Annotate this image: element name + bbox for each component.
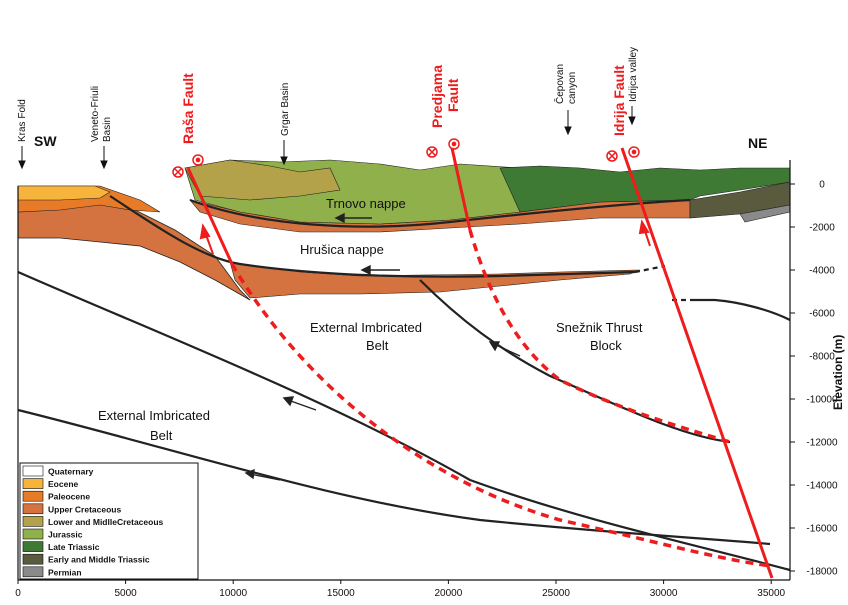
label-eib-upper-1: External Imbricated <box>310 320 422 335</box>
legend-swatch <box>22 528 44 540</box>
predjama-cross-dot-icon <box>426 138 460 158</box>
legend-label: Jurassic <box>48 530 83 540</box>
sneznik-thrust <box>419 279 731 444</box>
y-axis-ticks: 0 -2000 -4000 -6000 -8000 -10000 -12000 -14000 -… <box>790 180 838 578</box>
lower-cretaceous-unit <box>184 159 341 201</box>
x-tick-label: 5000 <box>114 588 137 599</box>
legend-swatch <box>22 541 44 552</box>
label-veneto-friuli: Veneto-Friuli <box>90 86 101 142</box>
legend-swatch <box>22 465 44 477</box>
label-rasa-fault: Raša Fault <box>180 73 196 144</box>
legend-label: Upper Cretaceous <box>48 504 121 514</box>
x-tick-label: 10000 <box>219 588 247 599</box>
eib-lower-thrust <box>17 408 771 546</box>
legend-label: Lower and MidlleCretaceous <box>48 517 164 527</box>
hrusica-cretaceous-band <box>229 261 641 299</box>
label-eib-lower-2: Belt <box>150 428 173 443</box>
legend-label: Paleocene <box>48 492 90 502</box>
eocene-unit <box>17 185 111 201</box>
y-tick-label: -16000 <box>806 524 838 535</box>
x-axis-ticks: 0 5000 10000 15000 20000 25000 30000 35000 <box>15 580 786 599</box>
thrust-faults <box>17 195 791 572</box>
y-tick-label: -2000 <box>809 223 835 234</box>
label-cepovan: Čepovan <box>553 64 566 104</box>
y-tick-label: -8000 <box>809 352 835 363</box>
label-predjama-fault: Fault <box>445 78 461 112</box>
label-canyon: canyon <box>567 72 578 104</box>
legend-swatch <box>22 566 44 578</box>
eib-upper-thrust <box>17 270 791 572</box>
x-tick-label: 30000 <box>650 588 678 599</box>
top-arrows <box>18 106 636 170</box>
legend-label: Permian <box>48 567 82 577</box>
legend-swatch <box>22 490 44 502</box>
label-eib-upper-2: Belt <box>366 338 389 353</box>
y-axis-label: Elevation (m) <box>831 335 845 410</box>
label-eib-lower-1: External Imbricated <box>98 408 210 423</box>
predjama-fault-line <box>450 147 472 231</box>
label-sneznik-1: Snežnik Thrust <box>556 320 643 335</box>
label-grgar-basin: Grgar Basin <box>280 83 291 136</box>
y-tick-label: -12000 <box>806 438 838 449</box>
x-tick-label: 0 <box>15 588 21 599</box>
predjama-fault-dashed <box>468 229 731 444</box>
legend-swatch <box>22 503 44 515</box>
legend-label: Early and Middle Triassic <box>48 555 150 565</box>
legend-swatch <box>22 516 44 527</box>
label-idrija-fault: Idrija Fault <box>611 65 627 136</box>
strike-slip-symbols <box>172 138 640 178</box>
y-tick-label: -10000 <box>806 395 838 406</box>
y-tick-label: 0 <box>819 180 825 191</box>
label-sw: SW <box>34 133 57 149</box>
fault-sense-arrows <box>199 219 651 255</box>
label-sneznik-2: Block <box>590 338 622 353</box>
x-tick-label: 20000 <box>434 588 462 599</box>
legend-swatch <box>22 478 44 489</box>
deep-ne-thrust <box>690 298 791 321</box>
y-tick-label: -6000 <box>809 309 835 320</box>
upper-cretaceous-sw-unit <box>17 195 251 301</box>
label-trnovo-nappe: Trnovo nappe <box>326 196 406 211</box>
rasa-fault-line <box>186 167 234 265</box>
label-predjama: Predjama <box>429 65 445 128</box>
rasa-fault-dashed <box>230 263 773 568</box>
rasa-cross-dot-icon <box>172 154 204 178</box>
label-kras-fold: Kras Fold <box>17 99 28 142</box>
hrusica-thrust <box>109 195 636 278</box>
legend-box <box>19 462 199 580</box>
label-idrijca-valley: Idrijca valley <box>628 47 639 102</box>
axes-frame <box>17 160 791 581</box>
legend-label: Eocene <box>48 479 79 489</box>
label-ne: NE <box>748 135 767 151</box>
idrija-cross-dot-icon <box>606 146 640 162</box>
trnovo-thrust <box>189 198 691 228</box>
red-faults-dashed <box>230 229 773 568</box>
x-tick-label: 25000 <box>542 588 570 599</box>
label-hrusica-nappe: Hrušica nappe <box>300 242 384 257</box>
thrust-arrows <box>244 212 521 481</box>
y-tick-label: -18000 <box>806 567 838 578</box>
red-faults <box>186 147 774 579</box>
legend-label: Quaternary <box>48 467 94 477</box>
legend-swatch <box>22 553 44 565</box>
legend-label: Late Triassic <box>48 542 100 552</box>
y-tick-label: -4000 <box>809 266 835 277</box>
label-veneto-basin: Basin <box>102 117 113 142</box>
x-tick-label: 15000 <box>327 588 355 599</box>
thrust-dashed-ne <box>634 264 666 274</box>
x-tick-label: 35000 <box>757 588 785 599</box>
idrija-fault-line <box>620 147 774 579</box>
y-tick-label: -14000 <box>806 481 838 492</box>
